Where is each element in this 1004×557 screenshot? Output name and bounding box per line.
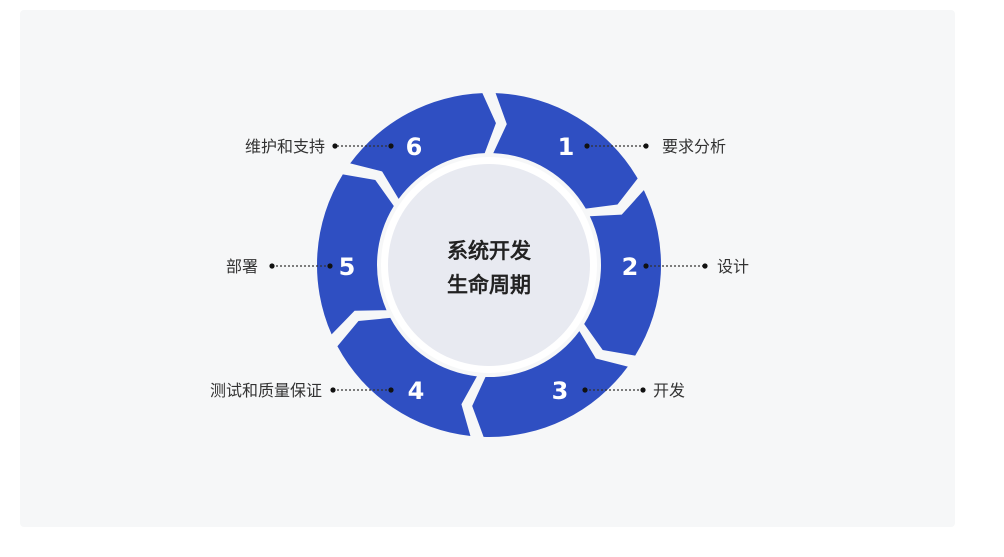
cycle-segment-5 xyxy=(317,174,394,335)
connector-dot xyxy=(584,143,590,149)
step-number: 5 xyxy=(339,253,356,281)
connector-dot xyxy=(702,263,708,269)
step-label: 开发 xyxy=(653,381,685,400)
step-number: 2 xyxy=(622,253,639,281)
step-1: 1 要求分析 xyxy=(558,133,726,161)
cycle-segment-4 xyxy=(337,317,477,436)
step-number: 6 xyxy=(406,133,423,161)
cycle-segment-2 xyxy=(584,190,662,356)
cycle-segment-6 xyxy=(350,93,496,199)
connector-dot xyxy=(643,143,649,149)
step-number: 1 xyxy=(558,133,575,161)
step-label: 部署 xyxy=(226,257,258,276)
center-title-line1: 系统开发 xyxy=(447,239,532,263)
step-number: 3 xyxy=(552,377,569,405)
step-label: 要求分析 xyxy=(662,137,726,156)
step-4: 4 测试和质量保证 xyxy=(210,377,424,405)
connector-dot xyxy=(388,387,394,393)
step-2: 2 设计 xyxy=(622,253,749,281)
step-label: 测试和质量保证 xyxy=(210,381,322,400)
connector-dot xyxy=(388,143,394,149)
step-number: 4 xyxy=(408,377,425,405)
connector-dot xyxy=(327,263,333,269)
connector-dot xyxy=(269,263,275,269)
connector-dot xyxy=(640,387,646,393)
connector-dot xyxy=(330,387,336,393)
connector-dot xyxy=(332,143,338,149)
step-3: 3 开发 xyxy=(552,377,685,405)
connector-dot xyxy=(643,263,649,269)
step-5: 5 部署 xyxy=(226,253,355,281)
step-label: 维护和支持 xyxy=(245,137,325,156)
step-6: 6 维护和支持 xyxy=(245,133,422,161)
connector-dot xyxy=(582,387,588,393)
center-title-line2: 生命周期 xyxy=(447,273,531,297)
center-circle xyxy=(388,164,590,366)
cycle-ring xyxy=(317,93,662,437)
cycle-segment-1 xyxy=(493,93,638,209)
step-label: 设计 xyxy=(717,257,749,276)
cycle-segment-3 xyxy=(472,331,628,437)
